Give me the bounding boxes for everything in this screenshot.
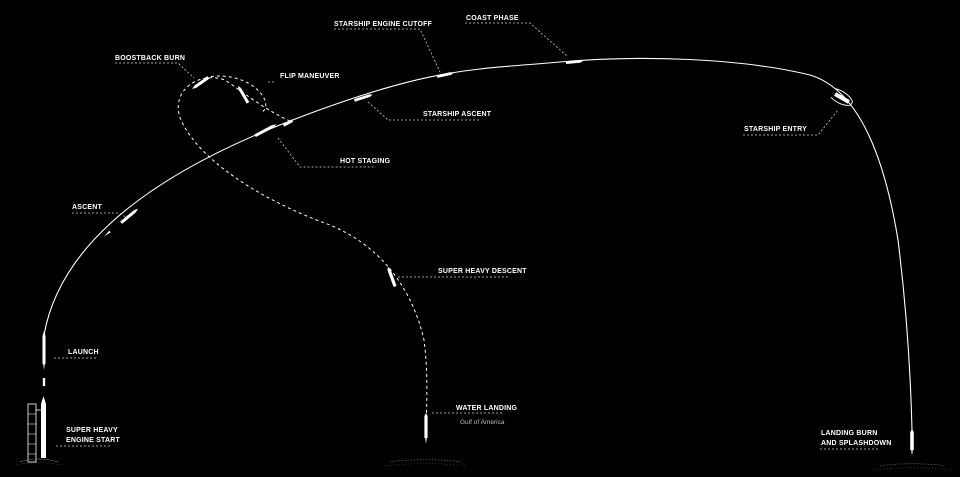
hot-staging-starship-icon [282,119,294,127]
label-landing-burn-line2: AND SPLASHDOWN [821,440,891,447]
landing-burn-starship-icon [910,429,914,456]
boostback-booster-icon [192,76,210,89]
label-coast-phase: COAST PHASE [466,15,519,22]
label-starship-ascent: STARSHIP ASCENT [423,111,492,118]
starship-engine-cutoff-icon [436,72,454,78]
coast-phase-icon [565,59,583,65]
label-starship-entry: STARSHIP ENTRY [744,126,807,133]
super-heavy-descent-icon [387,266,397,288]
leader-hot-staging [277,137,376,168]
water-landing-splash-icon [383,459,469,467]
leader-starship-entry [743,109,839,136]
hot-staging-rocket-icon [254,124,277,138]
leader-engine-cutoff [334,28,441,73]
launch-tower-icon [15,396,63,466]
leader-ascent [72,212,129,219]
flip-maneuver-booster-icon [238,85,250,104]
leader-starship-ascent [367,101,480,121]
starship-entry-icon [830,88,854,106]
launch-exhaust-icon [42,378,46,386]
label-water-landing-location: Gulf of America [460,419,505,426]
label-hot-staging: HOT STAGING [340,158,391,165]
leader-lines [54,22,878,450]
starship-ascent-icon [353,94,373,102]
leader-coast-phase [465,22,569,58]
launch-rocket-icon [42,331,46,370]
booster-return-trajectory [177,77,428,429]
leader-boostback [115,62,195,79]
splashdown-water-icon [871,463,953,471]
label-ascent: ASCENT [72,204,103,211]
label-super-heavy-descent: SUPER HEAVY DESCENT [438,268,527,275]
label-engine-start-line1: SUPER HEAVY [66,427,118,434]
label-flip-maneuver: FLIP MANEUVER [280,73,340,80]
ascent-rocket-icon [120,208,138,224]
label-water-landing: WATER LANDING [456,405,518,412]
water-landing-booster-icon [424,413,428,444]
label-engine-start-line2: ENGINE START [66,437,121,444]
label-launch: LAUNCH [68,349,99,356]
label-starship-engine-cutoff: STARSHIP ENGINE CUTOFF [334,21,433,28]
label-landing-burn-line1: LANDING BURN [821,430,877,437]
ascent-rocket-lower-icon [103,230,111,237]
label-boostback-burn: BOOSTBACK BURN [115,55,185,62]
boostback-arc [204,75,267,113]
starship-trajectory [43,57,913,431]
